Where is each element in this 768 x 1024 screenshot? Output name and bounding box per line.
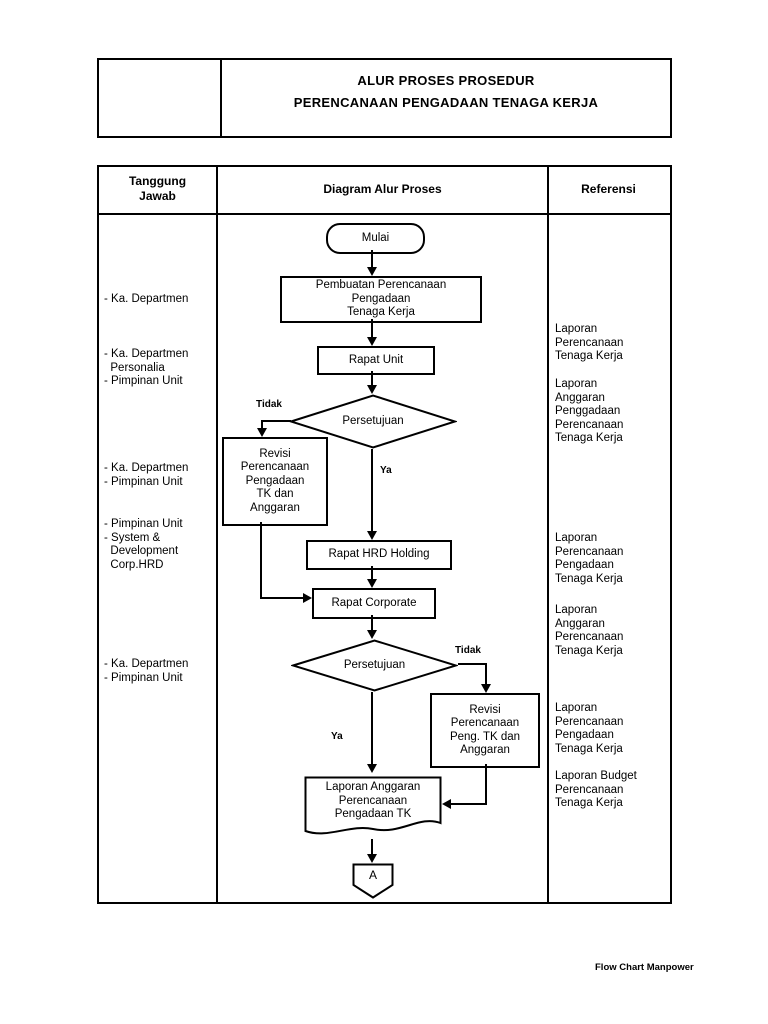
decision-1-label: Persetujuan	[342, 414, 404, 427]
decision-2-label: Persetujuan	[343, 658, 406, 671]
responsibility-item: - Pimpinan Unit - System & Development C…	[104, 518, 183, 571]
decision-2-yes-label: Ya	[331, 731, 343, 742]
flow-connector-line	[261, 420, 263, 430]
process-revisi-2: Revisi Perencanaan Peng. TK dan Anggaran	[430, 693, 540, 768]
responsibility-item: - Ka. Departmen - Pimpinan Unit	[104, 462, 189, 488]
header-reference: Referensi	[581, 182, 636, 196]
procedure-table: Tanggung Jawab Diagram Alur Proses Refer…	[97, 165, 672, 904]
title-text-cell: ALUR PROSES PROSEDUR PERENCANAAN PENGADA…	[222, 60, 670, 136]
decision-1-no-label: Tidak	[256, 399, 282, 410]
reference-item: Laporan Anggaran Perencanaan Tenaga Kerj…	[555, 604, 624, 657]
flow-connector-line	[371, 692, 373, 765]
arrowhead-down-icon	[367, 385, 377, 394]
arrowhead-down-icon	[367, 531, 377, 540]
responsibility-item: - Ka. Departmen - Pimpinan Unit	[104, 658, 189, 684]
reference-item: Laporan Anggaran Penggadaan Perencanaan …	[555, 378, 624, 444]
flow-connector-line	[485, 764, 487, 805]
arrowhead-down-icon	[367, 337, 377, 346]
flow-connector-line	[260, 597, 303, 599]
reference-item: Laporan Perencanaan Pengadaan Tenaga Ker…	[555, 702, 624, 755]
arrowhead-down-icon	[367, 630, 377, 639]
flow-connector-line	[371, 839, 373, 855]
process-revisi-1: Revisi Perencanaan Pengadaan TK dan Angg…	[222, 437, 328, 526]
arrowhead-down-icon	[257, 428, 267, 437]
arrowhead-down-icon	[367, 579, 377, 588]
title-block-left-cell	[99, 60, 222, 136]
column-divider-2	[547, 167, 549, 902]
decision-1-diamond	[289, 394, 457, 449]
flow-connector-line	[485, 663, 487, 685]
offpage-connector-label: A	[368, 868, 377, 882]
header-diagram: Diagram Alur Proses	[323, 182, 442, 196]
document-laporan-label: Laporan Anggaran Perencanaan Pengadaan T…	[325, 781, 421, 820]
flow-connector-line	[451, 803, 487, 805]
flow-connector-line	[371, 319, 373, 338]
flow-connector-line	[371, 371, 373, 386]
process-create-plan: Pembuatan Perencanaan Pengadaan Tenaga K…	[280, 276, 482, 323]
process-rapat-hrd-holding: Rapat HRD Holding	[306, 540, 452, 570]
flow-connector-line	[371, 250, 373, 268]
decision-2-no-label: Tidak	[455, 645, 481, 656]
footer-caption: Flow Chart Manpower	[595, 962, 694, 973]
arrowhead-down-icon	[367, 854, 377, 863]
title-block: ALUR PROSES PROSEDUR PERENCANAAN PENGADA…	[97, 58, 672, 138]
column-divider-1	[216, 167, 218, 902]
offpage-connector-shape	[352, 863, 394, 899]
header-row-divider	[99, 213, 670, 215]
reference-item: Laporan Perencanaan Pengadaan Tenaga Ker…	[555, 532, 624, 585]
header-responsibility: Tanggung Jawab	[128, 174, 187, 203]
arrowhead-right-icon	[303, 593, 312, 603]
arrowhead-down-icon	[481, 684, 491, 693]
flow-connector-line	[261, 420, 291, 422]
decision-2-diamond	[291, 639, 458, 692]
flow-connector-line	[458, 663, 487, 665]
title-line-1: ALUR PROSES PROSEDUR	[357, 73, 535, 88]
start-terminator: Mulai	[326, 223, 425, 254]
reference-item: Laporan Perencanaan Tenaga Kerja	[555, 323, 624, 362]
flow-connector-line	[371, 566, 373, 580]
arrowhead-left-icon	[442, 799, 451, 809]
flow-connector-line	[371, 615, 373, 631]
process-rapat-unit: Rapat Unit	[317, 346, 435, 375]
arrowhead-down-icon	[367, 267, 377, 276]
flow-connector-line	[371, 449, 373, 532]
responsibility-item: - Ka. Departmen Personalia - Pimpinan Un…	[104, 348, 189, 387]
flow-connector-line	[260, 522, 262, 599]
decision-1-yes-label: Ya	[380, 465, 392, 476]
reference-item: Laporan Budget Perencanaan Tenaga Kerja	[555, 770, 637, 809]
title-line-2: PERENCANAAN PENGADAAN TENAGA KERJA	[293, 95, 599, 110]
process-rapat-corporate: Rapat Corporate	[312, 588, 436, 619]
responsibility-item: - Ka. Departmen	[104, 293, 189, 305]
document-laporan-shape	[304, 776, 442, 835]
arrowhead-down-icon	[367, 764, 377, 773]
